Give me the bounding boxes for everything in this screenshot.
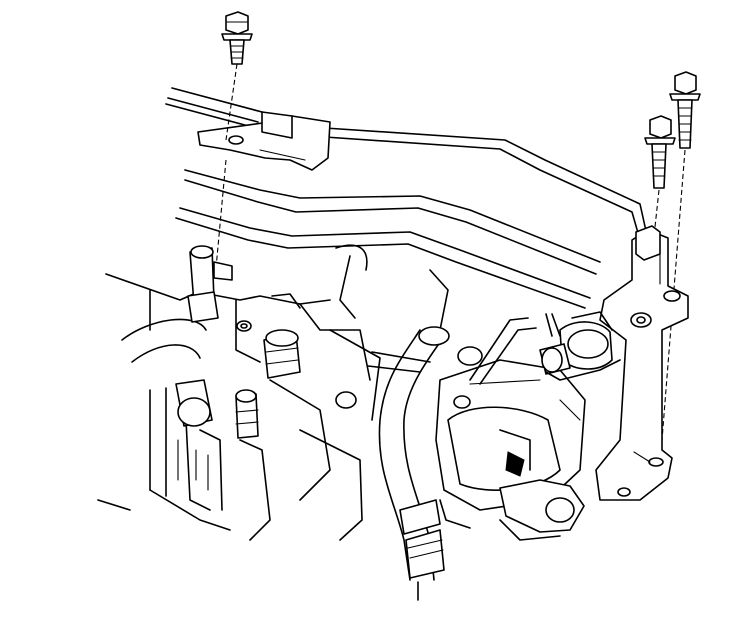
engine-block (97, 244, 449, 541)
clip-bracket (197, 111, 331, 171)
mounting-bracket (595, 225, 689, 501)
bolt-guide-line-1 (225, 63, 238, 141)
coolant-hose (367, 326, 450, 601)
pipe-line (165, 87, 649, 309)
bolt-right-b (644, 115, 676, 189)
brake-booster-pump (435, 311, 621, 541)
bolt-upper-left (221, 11, 253, 65)
bolt-right-a (669, 71, 701, 149)
bolt-guide-line-2 (215, 159, 227, 269)
